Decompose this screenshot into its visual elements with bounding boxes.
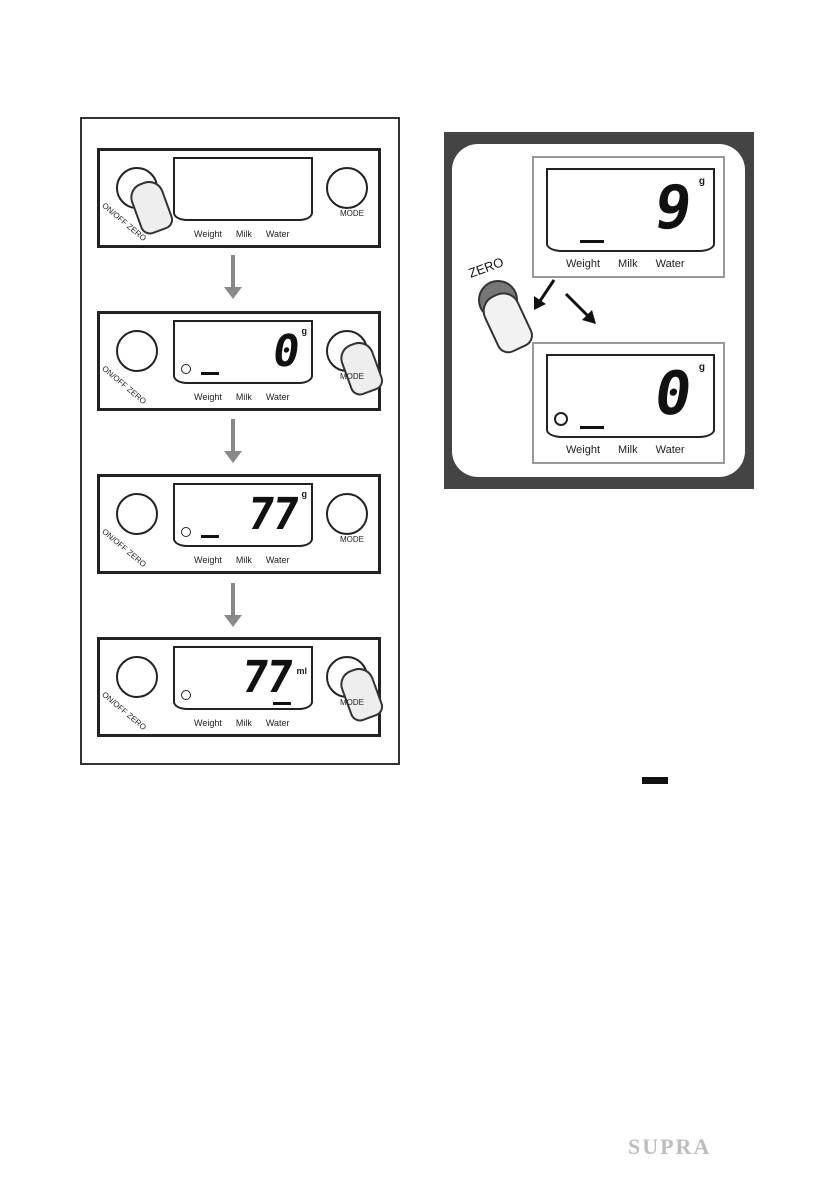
scale-step-2: ON/OFF ZERO 0 g Weight Milk Water MODE	[97, 311, 386, 411]
display-after-zero: 0 g Weight Milk Water	[532, 342, 725, 464]
diagram-background: 9 g Weight Milk Water ZERO 0 g	[452, 144, 745, 477]
tab-milk: Milk	[235, 229, 252, 239]
tab-water: Water	[655, 444, 685, 456]
zero-label: ZERO	[466, 254, 506, 281]
tab-water: Water	[265, 392, 290, 402]
mode-label: MODE	[340, 535, 364, 544]
tab-water: Water	[265, 555, 290, 565]
mode-label: MODE	[340, 698, 364, 707]
brand-logo: SUPRA	[628, 1134, 712, 1159]
lcd-unit: g	[301, 326, 308, 336]
lcd-tabs: Weight Milk Water	[194, 229, 324, 239]
lcd-unit: g	[301, 489, 308, 499]
mode-label: MODE	[340, 372, 364, 381]
lcd-display	[173, 157, 313, 221]
lcd-display: 0 g	[546, 354, 715, 438]
milk-indicator-bar	[273, 702, 291, 705]
pressing-finger-icon	[336, 337, 386, 399]
lcd-unit: ml	[296, 666, 307, 676]
indicator-dot-icon	[181, 364, 191, 374]
weight-indicator-bar	[201, 535, 219, 538]
lcd-digits: 0	[649, 359, 696, 429]
tab-milk: Milk	[235, 718, 252, 728]
onoff-zero-button[interactable]	[116, 656, 158, 698]
mode-label: MODE	[340, 209, 364, 218]
indicator-dot-icon	[554, 412, 568, 426]
lcd-digits: 77	[244, 489, 301, 540]
indicator-bar-symbol	[642, 777, 668, 784]
lcd-display: 0 g	[173, 320, 313, 384]
tab-weight: Weight	[566, 258, 601, 270]
weight-indicator-bar	[580, 426, 604, 429]
lcd-tabs: Weight Milk Water	[566, 258, 685, 270]
tab-water: Water	[265, 229, 290, 239]
lcd-digits: 0	[268, 326, 301, 377]
tab-milk: Milk	[235, 555, 252, 565]
down-arrows-icon	[534, 279, 596, 324]
tab-weight: Weight	[566, 444, 601, 456]
lcd-unit: g	[698, 362, 705, 373]
tab-weight: Weight	[194, 392, 222, 402]
indicator-dot-icon	[181, 527, 191, 537]
lcd-unit: g	[698, 176, 705, 187]
tab-milk: Milk	[618, 258, 638, 270]
down-arrow-icon	[224, 255, 242, 299]
tab-milk: Milk	[618, 444, 638, 456]
down-arrow-icon	[224, 583, 242, 627]
scale-step-1: ON/OFF ZERO Weight Milk Water MODE	[97, 148, 381, 248]
mode-sequence-diagram: ON/OFF ZERO Weight Milk Water MODE ON/OF…	[80, 117, 400, 765]
lcd-display: 77 g	[173, 483, 313, 547]
tab-weight: Weight	[194, 555, 222, 565]
scale-step-3: ON/OFF ZERO 77 g Weight Milk Water MODE	[97, 474, 381, 574]
down-arrow-icon	[224, 419, 242, 463]
weight-indicator-bar	[201, 372, 219, 375]
tab-milk: Milk	[235, 392, 252, 402]
tab-water: Water	[265, 718, 290, 728]
onoff-zero-button[interactable]	[116, 493, 158, 535]
lcd-tabs: Weight Milk Water	[194, 718, 324, 728]
lcd-display: 9 g	[546, 168, 715, 252]
zero-function-diagram: 9 g Weight Milk Water ZERO 0 g	[444, 132, 754, 489]
lcd-digits: 9	[649, 173, 696, 243]
lcd-tabs: Weight Milk Water	[194, 392, 324, 402]
lcd-display: 77 ml	[173, 646, 313, 710]
scale-step-4: ON/OFF ZERO 77 ml Weight Milk Water MODE	[97, 637, 386, 737]
mode-button[interactable]	[326, 493, 368, 535]
display-before-zero: 9 g Weight Milk Water	[532, 156, 725, 278]
weight-indicator-bar	[580, 240, 604, 243]
tab-weight: Weight	[194, 229, 222, 239]
indicator-dot-icon	[181, 690, 191, 700]
onoff-zero-button[interactable]	[116, 330, 158, 372]
mode-button[interactable]	[326, 167, 368, 209]
lcd-digits: 77	[238, 652, 295, 703]
tab-water: Water	[655, 258, 685, 270]
tab-weight: Weight	[194, 718, 222, 728]
pressing-finger-icon	[336, 663, 386, 725]
lcd-tabs: Weight Milk Water	[194, 555, 324, 565]
lcd-tabs: Weight Milk Water	[566, 444, 685, 456]
